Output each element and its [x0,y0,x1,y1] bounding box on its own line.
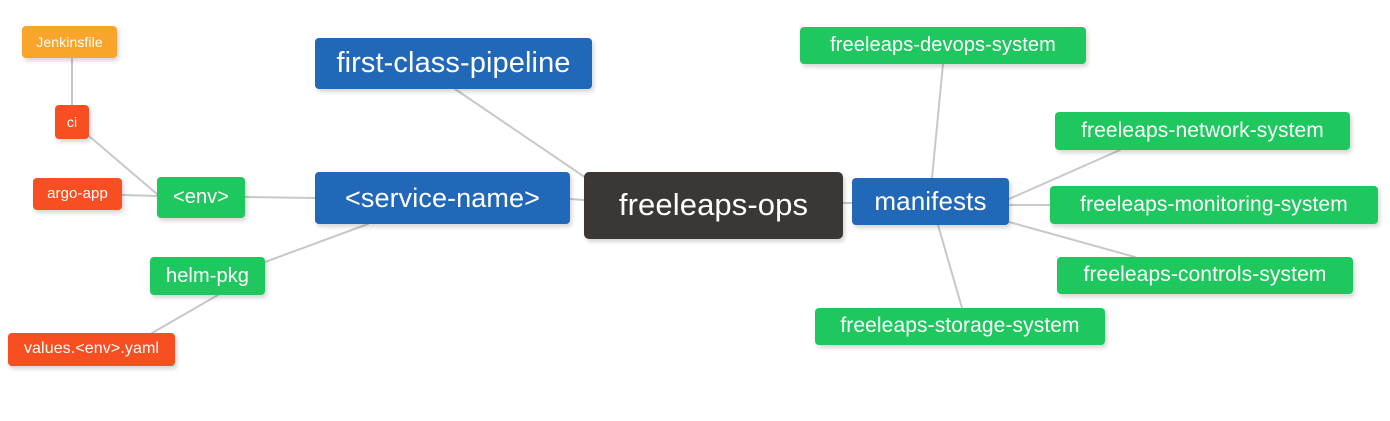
mindmap-node-env[interactable]: <env> [157,177,245,218]
mindmap-node-manifests[interactable]: manifests [852,178,1009,225]
mindmap-node-freeleaps-monitoring-system[interactable]: freeleaps-monitoring-system [1050,186,1378,224]
mindmap-node-freeleaps-controls-system[interactable]: freeleaps-controls-system [1057,257,1353,294]
edge-manifests-devops [931,63,944,179]
mindmap-node-freeleaps-network-system[interactable]: freeleaps-network-system [1055,112,1350,150]
edge-manifests-storage [937,224,963,309]
mindmap-node-argo-app[interactable]: argo-app [33,178,122,210]
edge-env-servicename [244,196,316,199]
edge-pipeline-ops [454,88,593,183]
mindmap-node-jenkinsfile[interactable]: Jenkinsfile [22,26,117,58]
mindmap-node-freeleaps-ops[interactable]: freeleaps-ops [584,172,843,239]
mindmap-node-first-class-pipeline[interactable]: first-class-pipeline [315,38,592,89]
mindmap-node-helm-pkg[interactable]: helm-pkg [150,257,265,295]
edge-manifests-controls [1008,221,1136,258]
edge-helmpkg-servicename [264,223,369,263]
mindmap-node-freeleaps-storage-system[interactable]: freeleaps-storage-system [815,308,1105,345]
mindmap-node-service-name[interactable]: <service-name> [315,172,570,224]
edge-argoapp-env [121,194,158,197]
mindmap-node-ci[interactable]: ci [55,105,89,139]
mindmap-node-values-yaml[interactable]: values.<env>.yaml [8,333,175,366]
mindmap-node-freeleaps-devops-system[interactable]: freeleaps-devops-system [800,27,1086,64]
edge-valuesyaml-helmpkg [151,294,219,334]
edge-servicename-ops [569,198,585,201]
